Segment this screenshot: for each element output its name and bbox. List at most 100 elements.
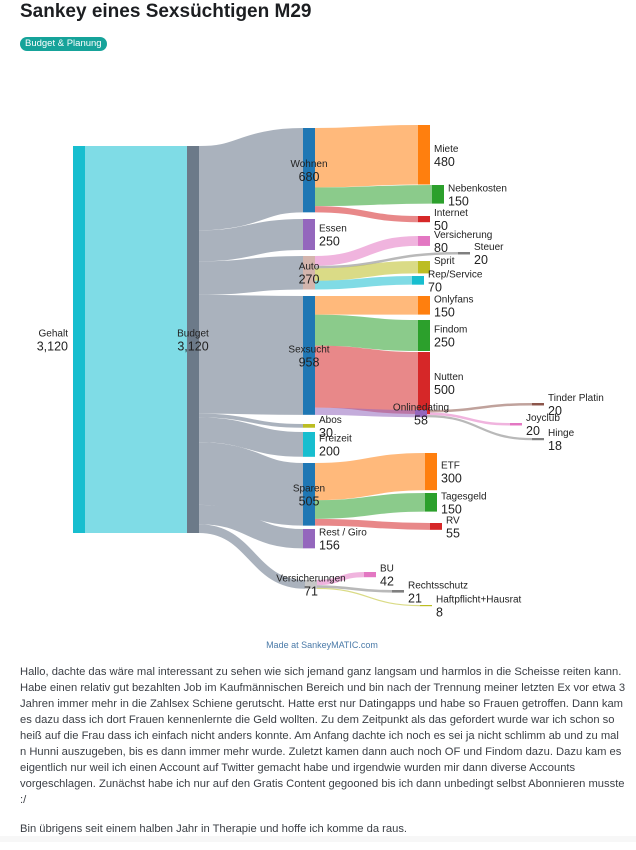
sankey-link-onlinedating-tinder[interactable] [426,402,533,413]
sankey-node-findom[interactable] [418,320,430,352]
sankey-value-auto: 270 [299,273,320,287]
sankey-label-internet: Internet [434,208,468,219]
sankey-link-auto-rep[interactable] [314,275,413,290]
sankey-link-budget-essen[interactable] [198,219,304,262]
sankey-value-steuer: 20 [474,253,488,267]
sankey-link-budget-auto[interactable] [198,255,304,295]
sankey-link-budget-rest[interactable] [198,504,304,549]
sankey-value-rest: 156 [319,539,340,553]
sankey-value-abos: 30 [319,426,333,440]
sankey-label-versauto: Versicherung [434,230,492,241]
sankey-label-sprit: Sprit [434,256,455,267]
sankey-node-bu[interactable] [364,572,376,578]
sankey-value-internet: 50 [434,219,448,233]
sankey-label-steuer: Steuer [474,242,504,253]
sankey-label-freizeit: Freizeit [319,433,352,444]
sankey-links [84,124,533,607]
sankey-node-essen[interactable] [303,219,315,251]
sankey-node-rep[interactable] [412,276,424,285]
sankey-value-hinge: 18 [548,439,562,453]
sankey-link-sexsucht-nutten[interactable] [314,345,419,415]
sankey-value-essen: 250 [319,235,340,249]
sankey-link-sparen-etf[interactable] [314,453,426,501]
post-paragraph: Hallo, dachte das wäre mal interessant z… [20,666,626,806]
sankey-node-versauto[interactable] [418,236,430,246]
sankey-label-nebenkosten: Nebenkosten [448,183,507,194]
sankey-label-rv: RV [446,515,460,526]
sankey-node-rest[interactable] [303,529,315,549]
sankey-node-miete[interactable] [418,125,430,185]
sankey-node-joyclub[interactable] [510,423,522,426]
bottom-edge [0,836,636,842]
sankey-node-abos[interactable] [303,424,315,428]
sankey-label-versicherungen: Versicherungen [276,573,346,584]
sankey-link-budget-sexsucht[interactable] [198,294,304,415]
sankey-node-nebenkosten[interactable] [432,185,444,204]
sankey-node-hinge[interactable] [532,438,544,441]
sankey-value-budget: 3,120 [177,340,208,354]
sankey-node-rv[interactable] [430,523,442,530]
sankey-label-tinder: Tinder Platin [548,393,604,404]
sankey-node-sparen[interactable] [303,463,315,526]
sankey-link-budget-freizeit[interactable] [198,417,304,457]
sankey-link-versicherungen-rechtsschutz[interactable] [316,585,393,593]
sankey-link-budget-versicherungen[interactable] [198,524,306,589]
sankey-link-budget-wohnen[interactable] [197,127,305,231]
sankey-link-wohnen-miete[interactable] [314,124,419,188]
sankey-link-budget-abos[interactable] [198,413,304,428]
sankey-node-versicherungen[interactable] [305,580,317,589]
sankey-value-sparen: 505 [299,494,320,508]
sankey-label-onlyfans: Onlyfans [434,294,473,305]
flair-badge[interactable]: Budget & Planung [20,37,107,51]
sankey-value-miete: 480 [434,155,455,169]
sankey-link-sparen-tagesgeld[interactable] [314,493,426,519]
sankey-node-gehalt[interactable] [73,146,85,533]
sankey-label-tagesgeld: Tagesgeld [441,491,487,502]
sankey-label-findom: Findom [434,325,467,336]
sankey-node-auto[interactable] [303,256,315,290]
sankey-node-rechtsschutz[interactable] [392,590,404,593]
sankey-link-sexsucht-findom[interactable] [314,314,419,352]
sankey-link-versicherungen-haftpflicht[interactable] [316,587,421,607]
sankey-link-auto-steuer[interactable] [314,251,459,269]
sankey-label-etf: ETF [441,461,460,472]
sankey-label-sparen: Sparen [293,483,325,494]
sankey-link-auto-sprit[interactable] [314,261,419,281]
sankey-node-budget[interactable] [187,146,199,533]
sankey-value-rechtsschutz: 21 [408,591,422,605]
sankey-node-onlinedating[interactable] [415,410,427,418]
sankey-node-steuer[interactable] [458,252,470,255]
sankey-value-onlinedating: 58 [414,414,428,428]
sankey-node-etf[interactable] [425,453,437,491]
sankey-link-auto-versauto[interactable] [314,236,419,266]
chart-credit[interactable]: Made at SankeyMATIC.com [266,640,378,650]
sankey-link-onlinedating-hinge[interactable] [426,414,533,441]
sankey-node-tinder[interactable] [532,403,544,406]
sankey-label-rep: Rep/Service [428,269,483,280]
sankey-link-wohnen-internet[interactable] [314,206,419,223]
sankey-node-haftpflicht[interactable] [420,605,432,607]
sankey-labels: Gehalt3,120Budget3,120Wohnen680Essen250A… [37,144,604,620]
sankey-link-budget-sparen[interactable] [198,442,304,526]
sankey-node-freizeit[interactable] [303,432,315,457]
sankey-value-versicherungen: 71 [304,584,318,598]
sankey-label-gehalt: Gehalt [39,329,69,340]
sankey-node-sexsucht[interactable] [303,296,315,415]
sankey-label-haftpflicht: Haftpflicht+Hausrat [436,595,522,606]
sankey-value-nebenkosten: 150 [448,194,469,208]
sankey-node-nutten[interactable] [418,352,430,415]
sankey-node-sprit[interactable] [418,261,430,274]
sankey-value-onlyfans: 150 [434,305,455,319]
sankey-node-internet[interactable] [418,216,430,223]
sankey-link-wohnen-nebenkosten[interactable] [314,185,433,207]
sankey-node-tagesgeld[interactable] [425,493,437,512]
sankey-link-sexsucht-onlinedating[interactable] [314,407,416,418]
sankey-link-sparen-rv[interactable] [314,518,431,530]
sankey-node-onlyfans[interactable] [418,296,430,315]
sankey-value-haftpflicht: 8 [436,606,443,620]
sankey-link-onlinedating-joyclub[interactable] [426,412,511,426]
sankey-label-joyclub: Joyclub [526,413,560,424]
sankey-node-wohnen[interactable] [303,128,315,213]
sankey-link-versicherungen-bu[interactable] [316,572,365,586]
sankey-value-sexsucht: 958 [299,355,320,369]
